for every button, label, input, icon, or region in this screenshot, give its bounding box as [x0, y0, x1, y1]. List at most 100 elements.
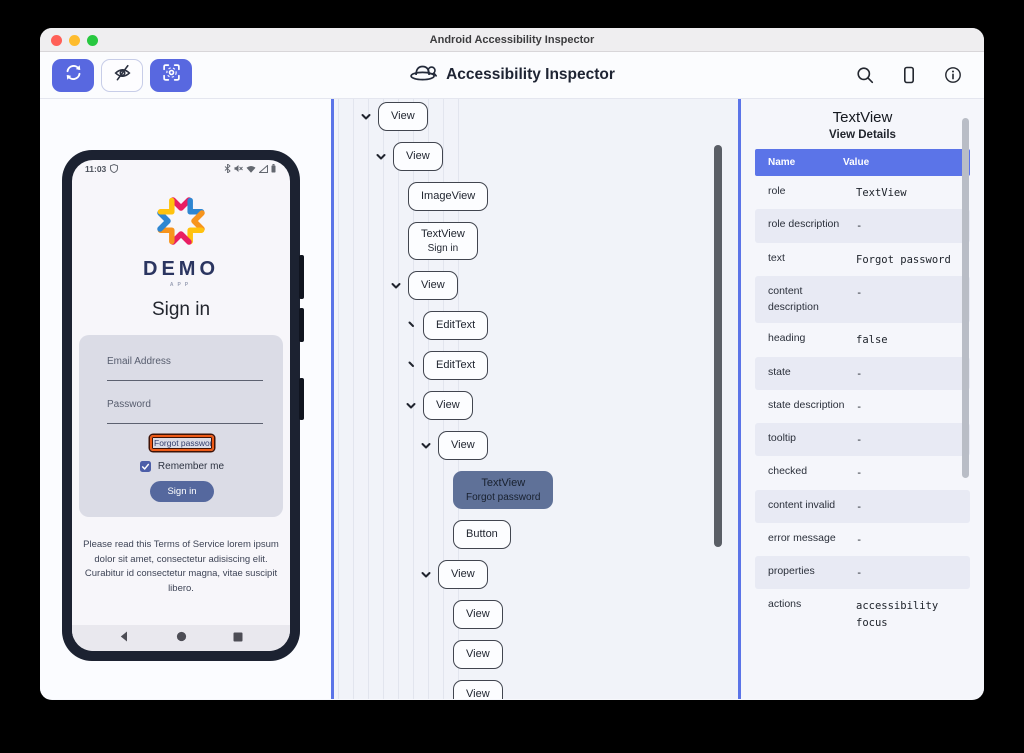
forgot-password-link[interactable]: Forgot password — [150, 435, 214, 451]
app-brand: Accessibility Inspector — [409, 62, 615, 89]
chevron-right-icon[interactable] — [405, 320, 417, 332]
home-icon[interactable] — [176, 629, 187, 647]
titlebar: Android Accessibility Inspector — [40, 28, 984, 52]
tree-node-view[interactable]: View — [453, 600, 503, 629]
tree-node-view[interactable]: View — [453, 680, 503, 699]
email-field[interactable] — [107, 380, 263, 381]
property-name: properties — [768, 565, 815, 578]
details-subtitle: View Details — [829, 129, 896, 141]
window-title: Android Accessibility Inspector — [429, 33, 595, 46]
property-name: role description — [768, 218, 840, 231]
details-row-content-invalid: content invalid- — [755, 489, 970, 523]
property-value: - — [856, 367, 863, 380]
details-row-text: text Forgot password — [755, 243, 970, 276]
search-icon[interactable] — [856, 66, 874, 84]
chevron-right-icon[interactable] — [405, 360, 417, 372]
remember-me-checkbox[interactable] — [139, 461, 151, 472]
email-field-label: Email Address — [107, 356, 171, 367]
tree-row: View — [334, 431, 488, 460]
column-header-value: Value — [843, 157, 870, 168]
refresh-button[interactable] — [52, 58, 94, 92]
chevron-down-icon[interactable] — [420, 569, 432, 581]
property-value: - — [856, 286, 863, 299]
property-value: - — [856, 467, 863, 480]
chevron-down-icon[interactable] — [360, 111, 372, 123]
details-row-state-description: state description- — [755, 390, 970, 423]
tree-node-view[interactable]: View — [438, 560, 488, 589]
status-time: 11:03 — [85, 164, 107, 174]
property-name: error message — [768, 531, 836, 544]
tree-node-imageview[interactable]: ImageView — [408, 182, 489, 211]
tree-row: Button — [334, 520, 511, 549]
password-field-label: Password — [107, 399, 151, 410]
phone-frame: 11:03 — [62, 150, 304, 661]
phone-side-button — [299, 378, 304, 420]
property-name: heading — [768, 332, 806, 345]
recents-icon[interactable] — [233, 629, 243, 647]
property-value: - — [856, 220, 863, 233]
close-window-button[interactable] — [51, 35, 62, 46]
details-row-error-message: error message- — [755, 523, 970, 556]
property-value: false — [856, 334, 888, 347]
details-title: TextView — [832, 109, 893, 126]
property-name: content description — [768, 284, 819, 313]
terms-text: Please read this Terms of Service lorem … — [83, 539, 279, 595]
back-icon[interactable] — [119, 629, 129, 647]
app-window: Android Accessibility Inspector — [40, 28, 984, 700]
tree-row: View — [334, 640, 503, 669]
property-value: accessibility focus — [856, 600, 939, 629]
tree-node-view[interactable]: View — [423, 391, 473, 420]
chevron-down-icon[interactable] — [405, 400, 417, 412]
tree-node-edittext[interactable]: EditText — [423, 351, 489, 380]
status-bar: 11:03 — [72, 160, 290, 178]
chevron-down-icon[interactable] — [375, 151, 387, 163]
phone-screen: 11:03 — [72, 160, 290, 651]
bluetooth-icon — [224, 160, 231, 178]
app-logo-subtext: APP — [169, 282, 193, 288]
hide-overlay-button[interactable] — [101, 58, 143, 92]
password-field[interactable] — [107, 423, 263, 424]
eye-off-icon — [113, 63, 132, 87]
mute-icon — [234, 160, 243, 178]
details-row-actions: actions accessibility focus — [755, 589, 970, 639]
property-name: tooltip — [768, 432, 797, 445]
tree-node-view[interactable]: View — [393, 142, 443, 171]
details-table-header: Name Value — [755, 149, 970, 176]
minimize-window-button[interactable] — [69, 35, 80, 46]
tree-node-edittext[interactable]: EditText — [423, 311, 489, 340]
tree-node-view[interactable]: View — [453, 640, 503, 669]
chevron-down-icon[interactable] — [420, 440, 432, 452]
details-row-checked: checked- — [755, 456, 970, 489]
tree-node-view[interactable]: View — [438, 431, 488, 460]
tree-row: EditText — [334, 351, 489, 380]
tree-row: EditText — [334, 311, 489, 340]
tree-node-view[interactable]: View — [378, 102, 428, 131]
scan-button[interactable] — [150, 58, 192, 92]
property-value: - — [856, 567, 863, 580]
tree-node-button[interactable]: Button — [453, 520, 511, 549]
signin-button[interactable]: Sign in — [150, 481, 214, 502]
property-name: state — [768, 365, 791, 378]
tree-row: View — [334, 600, 503, 629]
right-divider — [738, 99, 741, 699]
info-icon[interactable] — [944, 66, 962, 84]
tree-row: View — [334, 102, 428, 131]
property-name: actions — [768, 598, 802, 611]
zoom-window-button[interactable] — [87, 35, 98, 46]
property-value: Forgot password — [856, 253, 951, 266]
details-row-properties: properties - — [755, 556, 970, 590]
chevron-down-icon[interactable] — [390, 280, 402, 292]
details-scrollbar-thumb[interactable] — [962, 118, 969, 478]
tree-node-view[interactable]: View — [408, 271, 458, 300]
brand-title: Accessibility Inspector — [446, 66, 615, 83]
tree-scrollbar-thumb[interactable] — [714, 145, 722, 547]
signin-heading: Sign in — [151, 299, 211, 320]
property-value: - — [856, 400, 863, 413]
device-icon[interactable] — [900, 66, 918, 84]
app-logo-text: DEMO — [143, 258, 219, 280]
property-name: text — [768, 251, 785, 264]
